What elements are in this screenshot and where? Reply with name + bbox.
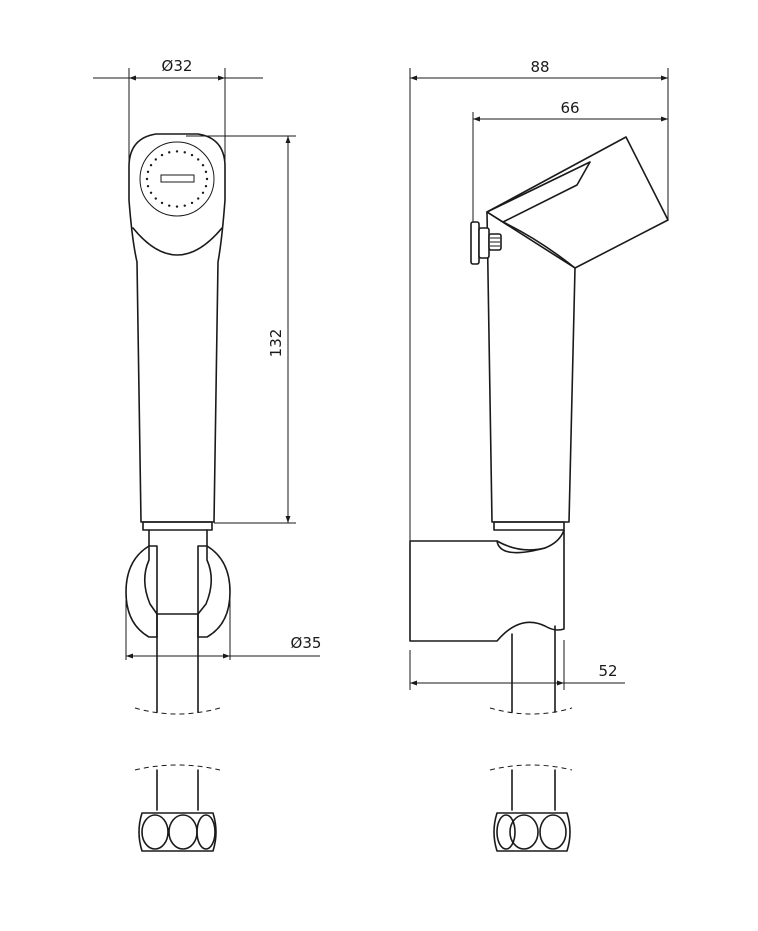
dim-total-depth-label: 88	[530, 58, 549, 76]
front-view	[125, 133, 231, 852]
front-collar	[142, 521, 213, 531]
side-hose-nut	[493, 812, 571, 852]
nozzle-dot	[204, 184, 208, 188]
spray-nozzle-face	[139, 141, 215, 217]
nozzle-dot	[160, 201, 164, 205]
nozzle-dot	[154, 158, 157, 161]
dim-head-diameter-label: Ø32	[162, 57, 193, 75]
nozzle-dot	[149, 191, 153, 194]
nozzle-dot	[146, 170, 150, 174]
nozzle-dot	[197, 158, 200, 161]
front-holder-right	[197, 545, 231, 638]
dim-head-depth: 66	[472, 99, 668, 222]
nozzle-dot	[204, 170, 208, 174]
front-handle-body	[128, 133, 226, 523]
dim-holder-depth-label: 52	[598, 662, 617, 680]
nozzle-slot	[160, 174, 195, 183]
nozzle-dot	[183, 151, 186, 154]
nozzle-dot	[160, 153, 164, 157]
nozzle-dot	[168, 151, 171, 154]
nozzle-dots	[145, 150, 209, 208]
nozzle-dot	[190, 201, 194, 205]
front-holder-left	[125, 545, 158, 638]
nozzle-dot	[146, 184, 150, 188]
side-holder	[409, 529, 565, 642]
dim-head-depth-label: 66	[560, 99, 579, 117]
nozzle-dot	[190, 153, 194, 157]
nozzle-dot	[154, 197, 157, 200]
nozzle-dot	[197, 197, 200, 200]
dim-holder-diameter: Ø35	[125, 600, 322, 660]
nozzle-dot	[175, 150, 179, 153]
dim-holder-depth: 52	[409, 640, 625, 690]
nozzle-dot	[168, 204, 171, 207]
nozzle-dot	[183, 204, 186, 207]
dim-handle-length: 132	[186, 135, 296, 524]
dim-handle-length-label: 132	[267, 329, 285, 358]
side-trigger-button	[470, 221, 502, 265]
nozzle-dot	[145, 177, 149, 181]
side-view	[409, 136, 669, 852]
front-head-rim	[132, 227, 223, 256]
nozzle-dot	[201, 191, 205, 194]
dim-total-depth: 88	[409, 58, 669, 541]
dim-head-diameter: Ø32	[93, 57, 263, 165]
dim-holder-diameter-label: Ø35	[291, 634, 322, 652]
nozzle-dot	[201, 164, 205, 167]
side-head	[486, 136, 669, 269]
nozzle-dot	[205, 177, 209, 181]
side-collar	[493, 521, 565, 531]
nozzle-dot	[175, 205, 179, 208]
nozzle-dot	[149, 164, 153, 167]
front-hose-nut	[138, 812, 217, 852]
